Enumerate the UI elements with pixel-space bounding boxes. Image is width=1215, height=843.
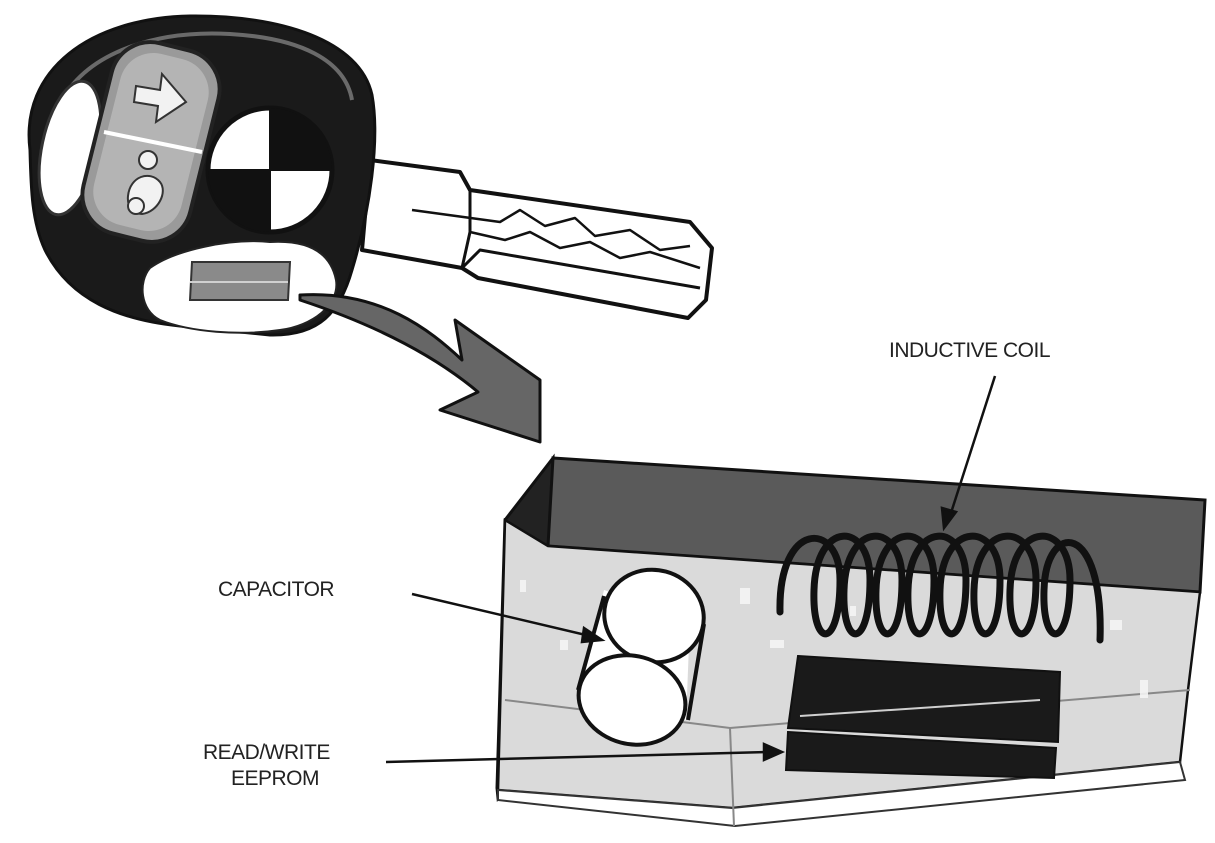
leader-lines [385, 375, 997, 764]
zoom-arrow [298, 293, 542, 444]
inductive-coil [776, 532, 1104, 644]
eeprom-label: READ/WRITE EEPROM [203, 740, 330, 792]
transponder-enlarged [495, 453, 1207, 828]
eeprom-chip [784, 654, 1062, 780]
remote-button-panel [80, 40, 222, 244]
key-blade [360, 158, 714, 320]
eeprom-label-line2: EEPROM [231, 767, 320, 790]
eeprom-label-line1: READ/WRITE [203, 741, 330, 764]
inductive-coil-label: INDUCTIVE COIL [889, 339, 1051, 362]
roundel-logo [205, 105, 335, 235]
capacitor-cylinder [576, 567, 706, 747]
trunk-icon [126, 150, 164, 216]
arrow-icon [132, 71, 188, 125]
capacitor-label: CAPACITOR [218, 578, 335, 601]
car-key [27, 14, 714, 337]
